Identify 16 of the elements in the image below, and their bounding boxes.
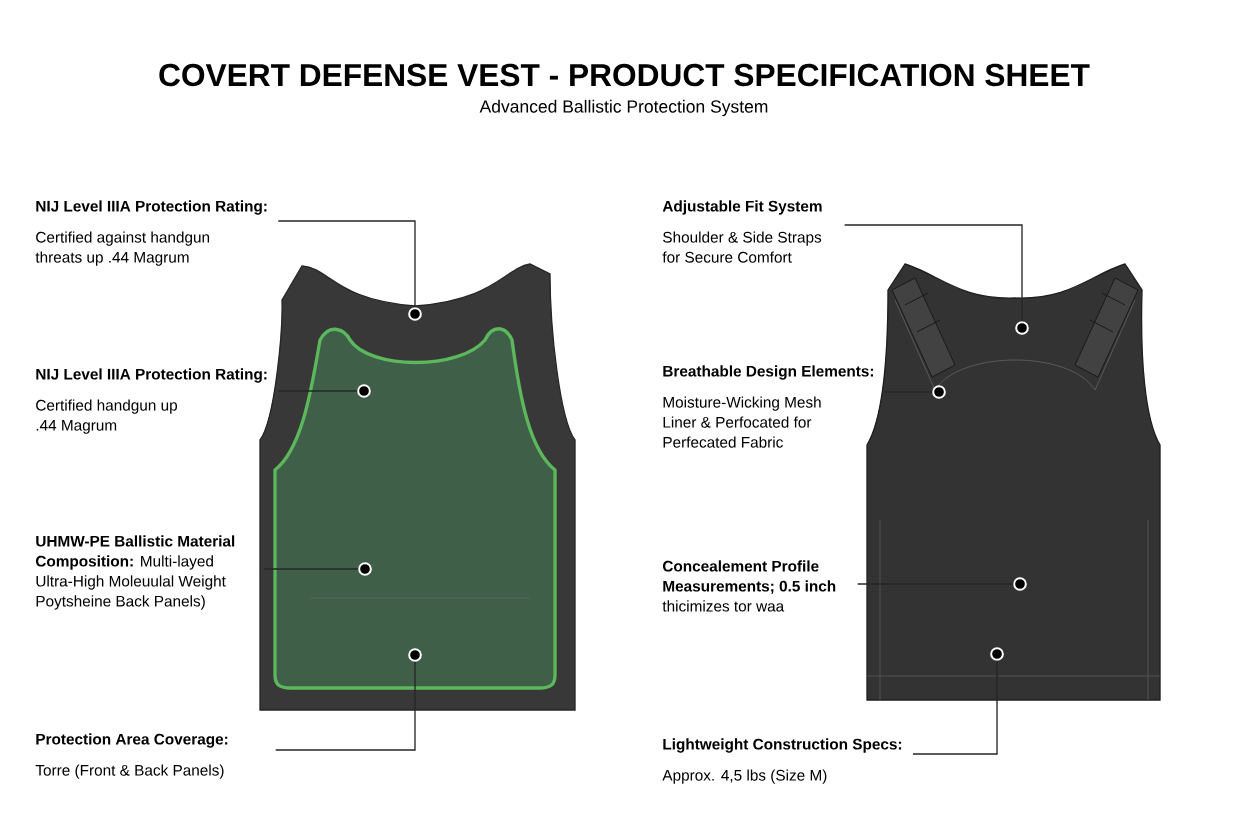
leader-line xyxy=(844,224,1023,322)
callout-text: Concealement Profile Measurements; 0.5 inch thicimizes tor waa xyxy=(662,560,836,612)
callout-text: Protection Area Coverage: Torre (Front & Back Panels) xyxy=(35,733,228,779)
callout-text: UHMW-PE Ballistic Material Composition: Multi-layed Ultra-High Moleuulal Weight Poytsheine Back Panels) xyxy=(35,535,235,610)
leader-line xyxy=(263,568,359,570)
callout-text: NIJ Level IIIA Protection Rating: Certified handgun up .44 Magrum xyxy=(36,368,267,434)
leader-line xyxy=(912,660,998,755)
callout-text: Breathable Design Elements: Moisture-Wicking Mesh Liner & Perfocated for Perfecated Fabric xyxy=(663,365,873,448)
leader-line xyxy=(277,220,416,308)
callout-text: Adjustable Fit System Shoulder & Side Straps for Secure Comfort xyxy=(662,200,822,263)
subtitle: Advanced Ballistic Protection System xyxy=(479,99,768,117)
leader-line xyxy=(277,390,358,392)
title: COVERT DEFENSE VEST - PRODUCT SPECIFICATION SHEET xyxy=(159,63,1090,87)
callout-text: Lightweight Construction Specs: Approx. 4,5 lbs (Size M) xyxy=(662,738,902,784)
callout-text: NIJ Level IIIA Protection Rating: Certified against handgun threats up .44 Magrum xyxy=(35,200,267,266)
leader-line xyxy=(275,661,416,751)
